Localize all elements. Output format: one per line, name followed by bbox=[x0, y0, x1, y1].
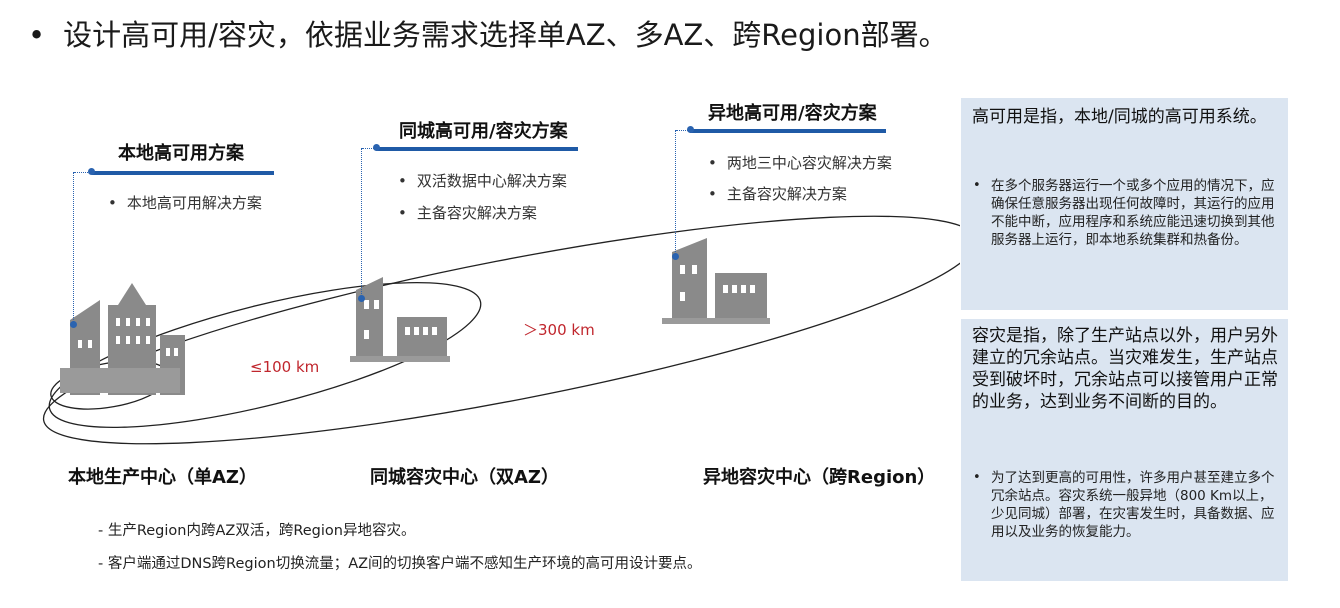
remote-item-1: 两地三中心容灾解决方案 bbox=[708, 152, 892, 173]
local-building-dot bbox=[70, 321, 77, 328]
local-connector-h bbox=[74, 172, 92, 173]
same-city-item-1: 双活数据中心解决方案 bbox=[398, 170, 567, 191]
ha-box-body: 在多个服务器运行一个或多个应用的情况下，应确保任意服务器出现任何故障时，其运行的… bbox=[991, 178, 1275, 248]
ha-box-bullet: • bbox=[973, 178, 981, 193]
dr-box-title: 容灾是指，除了生产站点以外，用户另外建立的冗余站点。当灾难发生，生产站点受到破坏… bbox=[972, 326, 1278, 412]
local-building-icon bbox=[60, 283, 185, 395]
local-site-label: 本地生产中心（单AZ） bbox=[68, 467, 257, 488]
remote-connector-h bbox=[676, 130, 690, 131]
ha-definition-box: 高可用是指，本地/同城的高可用系统。 • 在多个服务器运行一个或多个应用的情况下… bbox=[961, 98, 1288, 310]
remote-item-2: 主备容灾解决方案 bbox=[708, 183, 847, 204]
remote-title: 异地高可用/容灾方案 bbox=[708, 103, 877, 124]
ha-box-title: 高可用是指，本地/同城的高可用系统。 bbox=[972, 107, 1267, 127]
remote-building-dot bbox=[672, 253, 679, 260]
same-city-site-label: 同城容灾中心（双AZ） bbox=[370, 467, 559, 488]
headline-text: 设计高可用/容灾，依据业务需求选择单AZ、多AZ、跨Region部署。 bbox=[63, 18, 948, 52]
headline-bullet: • bbox=[28, 18, 46, 52]
remote-connector-v bbox=[675, 130, 676, 258]
dr-box-bullet: • bbox=[973, 470, 981, 485]
same-city-title: 同城高可用/容灾方案 bbox=[399, 121, 568, 142]
near-range-ellipse bbox=[48, 281, 482, 429]
local-ha-item: 本地高可用解决方案 bbox=[108, 192, 262, 213]
same-city-connector-v bbox=[361, 148, 362, 298]
same-city-connector-dot bbox=[373, 144, 380, 151]
remote-underline bbox=[690, 129, 886, 133]
same-city-connector-h bbox=[362, 148, 376, 149]
far-range-ellipse bbox=[42, 215, 960, 445]
remote-site-label: 异地容灾中心（跨Region） bbox=[703, 467, 936, 488]
same-city-building-icon bbox=[350, 277, 450, 362]
far-distance-label: ＞300 km bbox=[523, 321, 595, 339]
note-1: - 生产Region内跨AZ双活，跨Region异地容灾。 bbox=[98, 523, 416, 539]
dr-box-body: 为了达到更高的可用性，许多用户甚至建立多个冗余站点。容灾系统一般异地（800 K… bbox=[991, 470, 1275, 540]
local-ha-underline bbox=[92, 171, 274, 175]
same-city-item-2: 主备容灾解决方案 bbox=[398, 202, 537, 223]
remote-connector-dot bbox=[687, 126, 694, 133]
local-connector-dot bbox=[88, 168, 95, 175]
remote-building-icon bbox=[662, 238, 770, 324]
note-2: - 客户端通过DNS跨Region切换流量；AZ间的切换客户端不感知生产环境的高… bbox=[98, 556, 702, 572]
dr-definition-box: 容灾是指，除了生产站点以外，用户另外建立的冗余站点。当灾难发生，生产站点受到破坏… bbox=[961, 319, 1288, 581]
same-city-building-dot bbox=[358, 295, 365, 302]
local-connector-v bbox=[73, 172, 74, 324]
same-city-underline bbox=[376, 147, 578, 151]
headline: • 设计高可用/容灾，依据业务需求选择单AZ、多AZ、跨Region部署。 bbox=[28, 12, 948, 54]
local-ha-title: 本地高可用方案 bbox=[118, 143, 244, 164]
diagram-graphic bbox=[42, 215, 960, 445]
near-distance-label: ≤100 km bbox=[250, 358, 320, 376]
